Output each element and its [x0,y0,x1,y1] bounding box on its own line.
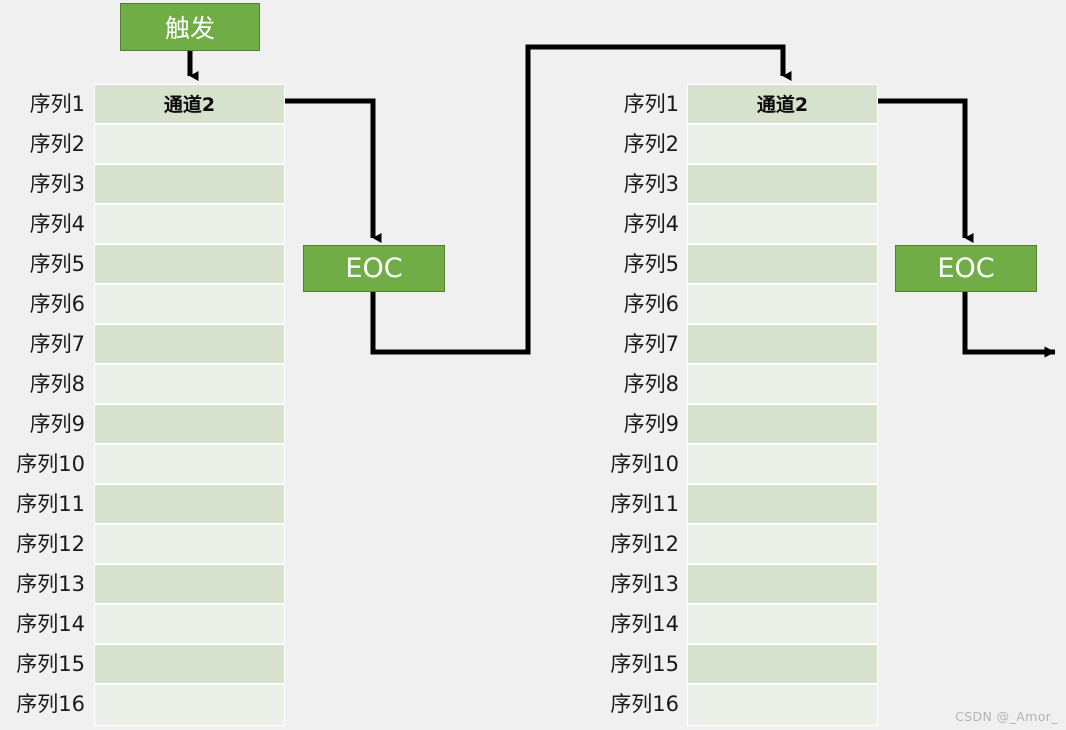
left-seq-label-9: 序列9 [29,412,85,436]
right-channel-table: 通道2 [687,84,878,726]
left-seq-label-1: 序列1 [29,92,85,116]
left-channel-row-10 [95,445,284,485]
right-channel-row-5 [688,245,877,285]
left-channel-table: 通道2 [94,84,285,726]
left-seq-label-16: 序列16 [16,692,85,716]
right-seq-label-6: 序列6 [623,292,679,316]
left-eoc-label: EOC [345,253,403,284]
left-seq-label-11: 序列11 [16,492,85,516]
left-channel-row-5 [95,245,284,285]
left-seq-label-8: 序列8 [29,372,85,396]
right-seq-label-7: 序列7 [623,332,679,356]
left-channel-row-8 [95,365,284,405]
right-seq-label-10: 序列10 [610,452,679,476]
left-seq-label-4: 序列4 [29,212,85,236]
left-channel-header-label: 通道2 [163,94,216,116]
left-channel-row-3 [95,165,284,205]
left-channel-row-7 [95,325,284,365]
right-channel-row-3 [688,165,877,205]
left-seq-label-6: 序列6 [29,292,85,316]
right-seq-label-2: 序列2 [623,132,679,156]
left-seq-label-13: 序列13 [16,572,85,596]
wire-right-eoc-output [962,292,1056,358]
right-seq-label-8: 序列8 [623,372,679,396]
right-seq-label-3: 序列3 [623,172,679,196]
left-channel-row-12 [95,525,284,565]
left-channel-row-2 [95,125,284,165]
right-channel-header-label: 通道2 [756,94,809,116]
trigger-box-label: 触发 [164,14,215,43]
right-seq-label-5: 序列5 [623,252,679,276]
left-seq-label-12: 序列12 [16,532,85,556]
left-seq-label-5: 序列5 [29,252,85,276]
left-seq-label-14: 序列14 [16,612,85,636]
right-seq-label-15: 序列15 [610,652,679,676]
right-seq-label-13: 序列13 [610,572,679,596]
right-seq-label-4: 序列4 [623,212,679,236]
right-channel-row-14 [688,605,877,645]
left-seq-label-2: 序列2 [29,132,85,156]
right-seq-label-12: 序列12 [610,532,679,556]
right-eoc-label: EOC [937,253,995,284]
trigger-box[interactable]: 触发 [120,3,260,51]
left-sequence-label-column: 序列1 序列2 序列3 序列4 序列5 序列6 序列7 序列8 序列9 序列10… [0,84,94,724]
left-seq-label-7: 序列7 [29,332,85,356]
left-channel-header-row: 通道2 [95,85,284,125]
left-seq-label-10: 序列10 [16,452,85,476]
right-channel-row-8 [688,365,877,405]
left-channel-row-9 [95,405,284,445]
right-channel-row-4 [688,205,877,245]
watermark: CSDN @_Amor_ [955,709,1058,724]
right-channel-row-12 [688,525,877,565]
right-sequence-label-column: 序列1 序列2 序列3 序列4 序列5 序列6 序列7 序列8 序列9 序列10… [518,84,688,724]
left-seq-label-15: 序列15 [16,652,85,676]
left-seq-label-3: 序列3 [29,172,85,196]
left-channel-row-14 [95,605,284,645]
right-channel-row-9 [688,405,877,445]
right-channel-row-15 [688,645,877,685]
right-channel-row-7 [688,325,877,365]
right-seq-label-1: 序列1 [623,92,679,116]
left-channel-row-4 [95,205,284,245]
right-channel-row-11 [688,485,877,525]
right-eoc-box[interactable]: EOC [895,245,1037,292]
right-seq-label-14: 序列14 [610,612,679,636]
left-eoc-box[interactable]: EOC [303,245,445,292]
wire-left-table-to-left-eoc [285,98,382,243]
left-channel-row-6 [95,285,284,325]
left-channel-row-15 [95,645,284,685]
left-channel-row-11 [95,485,284,525]
right-channel-row-2 [688,125,877,165]
right-channel-row-13 [688,565,877,605]
wire-right-table-to-right-eoc [877,98,974,243]
left-channel-row-16 [95,685,284,725]
left-channel-row-13 [95,565,284,605]
right-channel-header-row: 通道2 [688,85,877,125]
right-seq-label-16: 序列16 [610,692,679,716]
right-channel-row-10 [688,445,877,485]
right-channel-row-6 [688,285,877,325]
right-seq-label-11: 序列11 [610,492,679,516]
right-seq-label-9: 序列9 [623,412,679,436]
right-channel-row-16 [688,685,877,725]
